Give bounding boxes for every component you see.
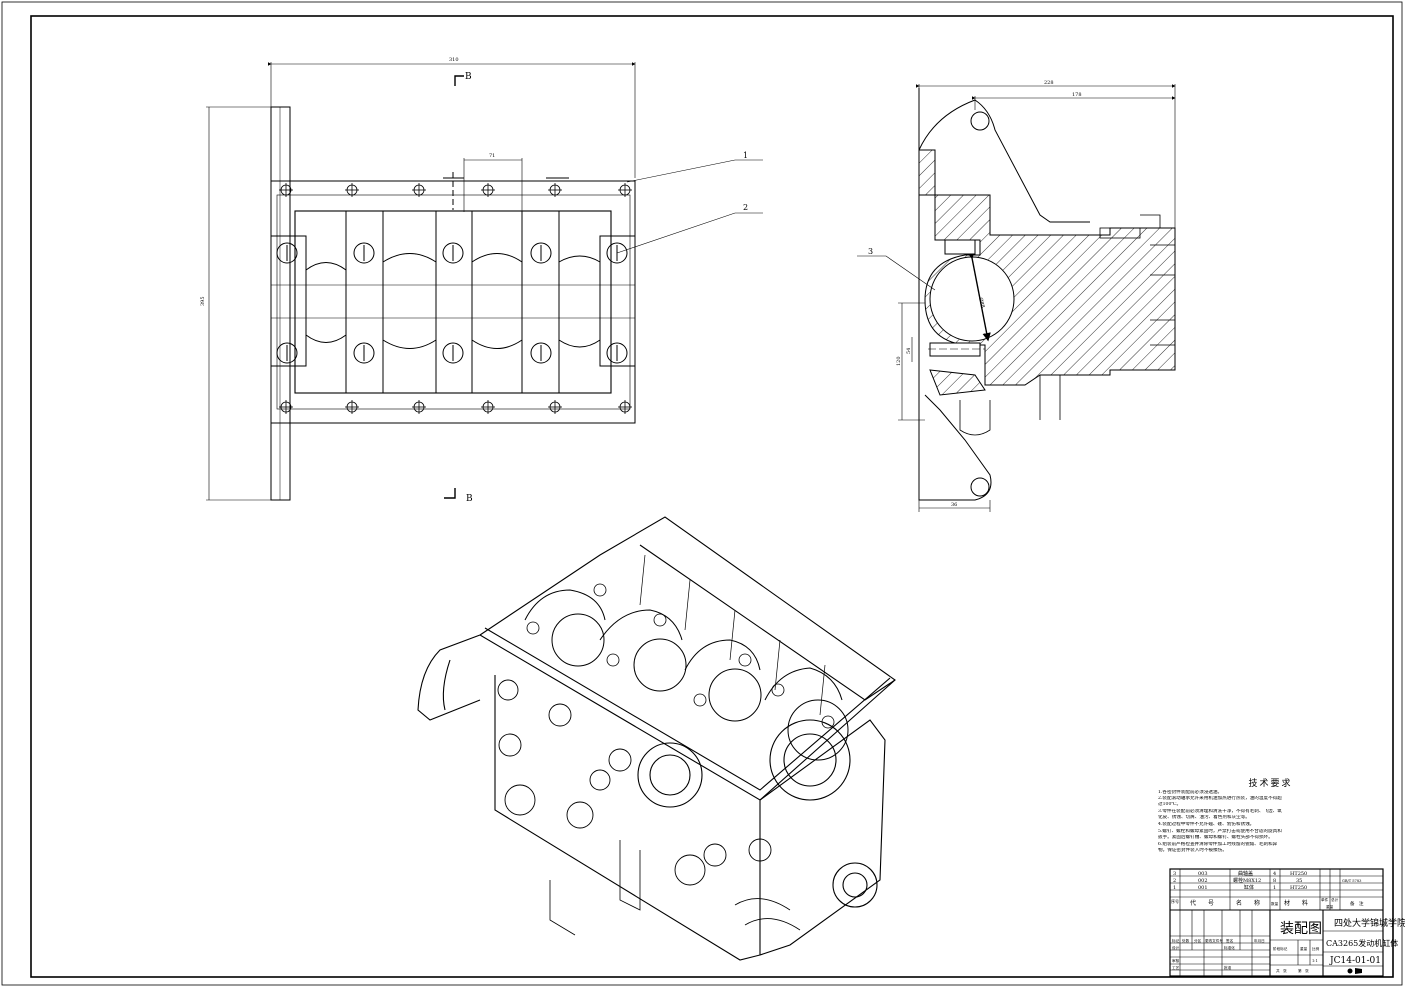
section-marker-bottom: B bbox=[466, 494, 473, 504]
label-stage: 阶段标记 bbox=[1273, 946, 1288, 951]
bom-header-code: 代 号 bbox=[1190, 899, 1214, 907]
dim-side-178: 178 bbox=[1072, 92, 1082, 98]
dim-gap: 71 bbox=[489, 153, 495, 159]
requirement-line: 5.螺钉、螺栓和螺母紧固时，严禁打击或使用不合适的旋具和 bbox=[1158, 829, 1282, 834]
school-name: 四处大学锦城学院 bbox=[1334, 917, 1405, 929]
bom-header-name: 名 称 bbox=[1236, 899, 1260, 907]
bom-header-weight: 重量 bbox=[1326, 904, 1334, 909]
scale-value: 1:1 bbox=[1312, 959, 1318, 963]
label-marker: 标记 bbox=[1172, 938, 1180, 943]
requirement-line: 化皮、锈蚀、切屑、油污、着色剂和灰尘等。 bbox=[1158, 815, 1250, 820]
label-count: 处数 bbox=[1182, 938, 1190, 943]
dim-left-height: 395 bbox=[200, 296, 206, 306]
dim-top-width: 310 bbox=[449, 57, 459, 63]
front-view bbox=[270, 106, 636, 501]
bom-header-material: 材 料 bbox=[1284, 899, 1308, 907]
label-process: 工艺 bbox=[1172, 965, 1180, 970]
bom-row-material: HT250 bbox=[1290, 871, 1307, 877]
bom-row-material: 35 bbox=[1296, 878, 1302, 884]
requirement-line: 4.装配过程中零件不允许磕、碰、划伤和锈蚀。 bbox=[1158, 822, 1255, 827]
requirement-line: 物。保证密封件装入时不被擦伤。 bbox=[1158, 848, 1227, 853]
label-signature: 签名 bbox=[1226, 938, 1234, 943]
label-approve: 批准 bbox=[1224, 965, 1232, 970]
requirement-line: 1.各密封件装配前必须浸透油。 bbox=[1158, 790, 1223, 795]
bom-row-qty: 1 bbox=[1273, 885, 1276, 891]
bom-row-standard: GB/T 5783 bbox=[1342, 879, 1362, 883]
balloon-3: 3 bbox=[868, 247, 873, 256]
bom-header-index: 序号 bbox=[1171, 898, 1179, 904]
label-weight: 重量 bbox=[1300, 946, 1308, 951]
part-name: CA3265发动机缸体 bbox=[1326, 938, 1398, 948]
inner-border bbox=[30, 15, 1394, 978]
front-view-dimension-labels: 310 395 71 B B 1 2 bbox=[200, 57, 748, 504]
technical-requirements-title: 技术要求 bbox=[1248, 779, 1293, 789]
bom-row-qty: 4 bbox=[1273, 871, 1276, 877]
dim-side-120: 120 bbox=[896, 356, 902, 366]
bom-header-qty: 数量 bbox=[1271, 901, 1279, 906]
bom-header-unit-weight: 单件 bbox=[1321, 897, 1329, 902]
label-standardize: 标准化 bbox=[1224, 945, 1235, 950]
bom-row-code: 003 bbox=[1198, 871, 1208, 877]
dim-side-54: 54 bbox=[906, 348, 912, 354]
side-section-view bbox=[918, 88, 1176, 501]
requirement-line: 2.装配滚动轴承允许采用机油加热进行热装，油的温度不得超 bbox=[1158, 796, 1282, 801]
title-block-text: 装配图 四处大学锦城学院 CA3265发动机缸体 JC14-01-01 标记 处… bbox=[1172, 917, 1405, 974]
label-change-doc: 更改文件号 bbox=[1205, 938, 1223, 943]
dim-side-228: 228 bbox=[1044, 80, 1054, 86]
bom-row-name: 曲轴盖 bbox=[1238, 870, 1253, 877]
side-view-dimensions bbox=[857, 84, 1176, 512]
front-view-dimensions bbox=[206, 62, 763, 501]
bom-header-remark: 备 注 bbox=[1350, 900, 1364, 907]
dim-side-dia: Ø88 bbox=[977, 297, 986, 309]
requirement-line: 扳手。紧固后螺钉槽、螺母和螺钉、螺栓头部不得损坏。 bbox=[1158, 835, 1273, 840]
bom-row-code: 002 bbox=[1198, 878, 1208, 884]
requirement-line: 3.零件在装配前必须清理和清洗干净，不得有毛刺、飞边、氧 bbox=[1158, 809, 1282, 814]
technical-requirements: 技术要求 1.各密封件装配前必须浸透油。 2.装配滚动轴承允许采用机油加热进行热… bbox=[1158, 776, 1383, 868]
isometric-view bbox=[417, 516, 896, 961]
balloon-1: 1 bbox=[743, 151, 748, 160]
label-zone: 分区 bbox=[1194, 938, 1202, 943]
projection-symbol-icon bbox=[1347, 968, 1362, 974]
bom-text: 3 003 曲轴盖 4 HT250 2 002 螺栓M8X12 8 35 GB/… bbox=[1171, 870, 1364, 909]
bom-row-qty: 8 bbox=[1273, 878, 1276, 884]
bom-row-material: HT250 bbox=[1290, 885, 1307, 891]
bom-row-name: 缸体 bbox=[1244, 884, 1254, 891]
bom-row-index: 3 bbox=[1173, 871, 1176, 877]
dim-side-36: 36 bbox=[951, 502, 957, 508]
bom-row-index: 2 bbox=[1173, 878, 1176, 884]
label-sheet-no: 第 张 bbox=[1298, 968, 1309, 973]
label-date: 年月日 bbox=[1254, 938, 1265, 943]
requirement-line: 过100℃。 bbox=[1158, 802, 1182, 807]
drawing-number: JC14-01-01 bbox=[1329, 956, 1381, 966]
drawing-type: 装配图 bbox=[1280, 921, 1322, 937]
title-block-grid bbox=[1169, 868, 1384, 977]
label-review: 审核 bbox=[1172, 958, 1180, 963]
bom-header-total-weight: 总计 bbox=[1331, 897, 1339, 902]
label-sheet-total: 共 张 bbox=[1276, 968, 1287, 973]
label-design: 设计 bbox=[1172, 945, 1180, 950]
bom-row-name: 螺栓M8X12 bbox=[1233, 877, 1261, 884]
label-scale: 比例 bbox=[1312, 946, 1320, 951]
requirement-line: 6.组装前严格检查并清除零件加工时残留的锐角、毛刺和异 bbox=[1158, 842, 1278, 847]
bom-row-index: 1 bbox=[1173, 885, 1176, 891]
side-view-dimension-labels: 228 178 Ø88 120 54 36 3 bbox=[868, 80, 1082, 508]
section-marker-top: B bbox=[465, 72, 472, 82]
bom-row-code: 001 bbox=[1198, 885, 1208, 891]
balloon-2: 2 bbox=[743, 203, 748, 212]
